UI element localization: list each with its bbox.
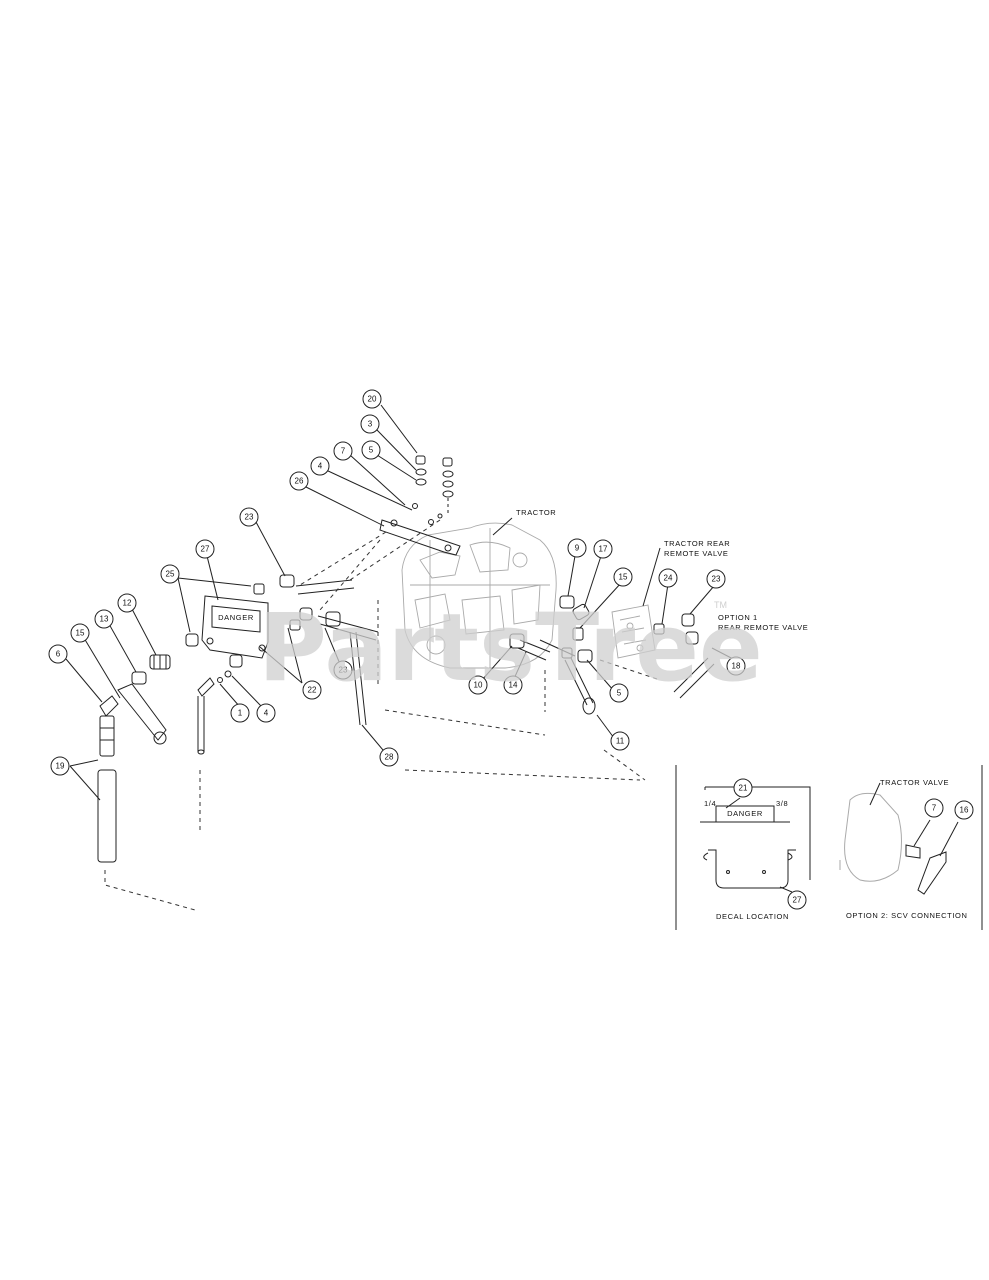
- text-labels: TRACTOR TRACTOR REAR REMOTE VALVE OPTION…: [516, 508, 968, 921]
- label-option1-2: REAR REMOTE VALVE: [718, 623, 808, 632]
- callout-17: 17: [593, 539, 613, 559]
- callout-1-num: 1: [238, 709, 243, 718]
- callout-1: 1: [230, 703, 250, 723]
- callout-23b-num: 23: [339, 666, 348, 675]
- plate-decal-text: DANGER: [218, 613, 254, 622]
- callout-15b-num: 15: [619, 573, 628, 582]
- rear-remote-valve: [611, 604, 656, 659]
- callout-14: 14: [503, 675, 523, 695]
- callout-24-num: 24: [664, 574, 673, 583]
- callout-3: 3: [360, 414, 380, 434]
- callout-6-num: 6: [56, 650, 61, 659]
- tractor-body: [401, 522, 557, 669]
- callout-15-num: 15: [76, 629, 85, 638]
- watermark: PartsTree TM: [258, 594, 763, 703]
- callout-12: 12: [117, 593, 137, 613]
- label-rear-remote-valve-1: TRACTOR REAR: [664, 539, 730, 548]
- callout-25: 25: [160, 564, 180, 584]
- label-option2: OPTION 2: SCV CONNECTION: [846, 911, 968, 920]
- callout-14-num: 14: [509, 681, 518, 690]
- callout-28-num: 28: [385, 753, 394, 762]
- callout-4: 4: [256, 703, 276, 723]
- callout-26: 26: [289, 471, 309, 491]
- callout-22-num: 22: [308, 686, 317, 695]
- label-option1-1: OPTION 1: [718, 613, 758, 622]
- watermark-text: PartsTree: [258, 594, 763, 703]
- manifold-plate: DANGER: [201, 595, 269, 659]
- callout-23: 23: [333, 660, 353, 680]
- callout-9: 9: [567, 538, 587, 558]
- callout-17-num: 17: [599, 545, 608, 554]
- label-tractor-valve: TRACTOR VALVE: [880, 778, 949, 787]
- callout-5: 5: [609, 683, 629, 703]
- callout-4b-num: 4: [264, 709, 269, 718]
- label-dim-right: 3/8: [776, 799, 788, 808]
- callout-5: 5: [361, 440, 381, 460]
- callout-19-num: 19: [56, 762, 65, 771]
- callout-5b-num: 5: [617, 689, 622, 698]
- callout-12-num: 12: [123, 599, 132, 608]
- callout-7-num: 7: [341, 447, 346, 456]
- callout-9-num: 9: [575, 544, 580, 553]
- watermark-trademark: TM: [714, 600, 727, 610]
- callout-13: 13: [94, 609, 114, 629]
- callout-4: 4: [310, 456, 330, 476]
- callout-20-num: 20: [368, 395, 377, 404]
- callout-23c-num: 23: [712, 575, 721, 584]
- callout-25-num: 25: [166, 570, 175, 579]
- callout-11: 11: [610, 731, 630, 751]
- callout-19: 19: [50, 756, 70, 776]
- callout-27b-num: 27: [793, 896, 802, 905]
- inset-decal-text: DANGER: [727, 809, 763, 818]
- callout-3-num: 3: [368, 420, 373, 429]
- callout-7: 7: [333, 441, 353, 461]
- callout-27: 27: [195, 539, 215, 559]
- callout-27-num: 27: [201, 545, 210, 554]
- leader-lines: [65, 404, 738, 801]
- callout-22: 22: [302, 680, 322, 700]
- callout-16: 16: [954, 800, 974, 820]
- callout-28: 28: [379, 747, 399, 767]
- callout-6: 6: [48, 644, 68, 664]
- inset-panels: [675, 765, 983, 930]
- callout-10: 10: [468, 675, 488, 695]
- callout-5-num: 5: [369, 446, 374, 455]
- callout-4-num: 4: [318, 462, 323, 471]
- callout-18-num: 18: [732, 662, 741, 671]
- label-tractor: TRACTOR: [516, 508, 556, 517]
- callout-16-num: 16: [960, 806, 969, 815]
- callout-24: 24: [658, 568, 678, 588]
- hoses: [185, 574, 715, 755]
- callout-21: 21: [733, 778, 753, 798]
- callout-23: 23: [239, 507, 259, 527]
- label-decal-location: DECAL LOCATION: [716, 912, 789, 921]
- quick-coupler: [97, 654, 171, 863]
- callout-21-num: 21: [739, 784, 748, 793]
- label-rear-remote-valve-2: REMOTE VALVE: [664, 549, 728, 558]
- callout-20: 20: [362, 389, 382, 409]
- callout-23-num: 23: [245, 513, 254, 522]
- callout-10-num: 10: [474, 681, 483, 690]
- callout-13-num: 13: [100, 615, 109, 624]
- callout-7: 7: [924, 798, 944, 818]
- callout-15: 15: [70, 623, 90, 643]
- callout-7b-num: 7: [932, 804, 937, 813]
- label-dim-left: 1/4: [704, 799, 716, 808]
- callout-27: 27: [787, 890, 807, 910]
- callout-15: 15: [613, 567, 633, 587]
- assembly-lines: [104, 519, 661, 911]
- mounting-bracket: [379, 455, 461, 556]
- callout-23: 23: [706, 569, 726, 589]
- callout-26-num: 26: [295, 477, 304, 486]
- callout-11-num: 11: [616, 737, 625, 746]
- callout-18: 18: [726, 656, 746, 676]
- callouts: 20 3 5 7 4 26 23 27 25 12 13 15 6 1 4 22…: [48, 389, 974, 910]
